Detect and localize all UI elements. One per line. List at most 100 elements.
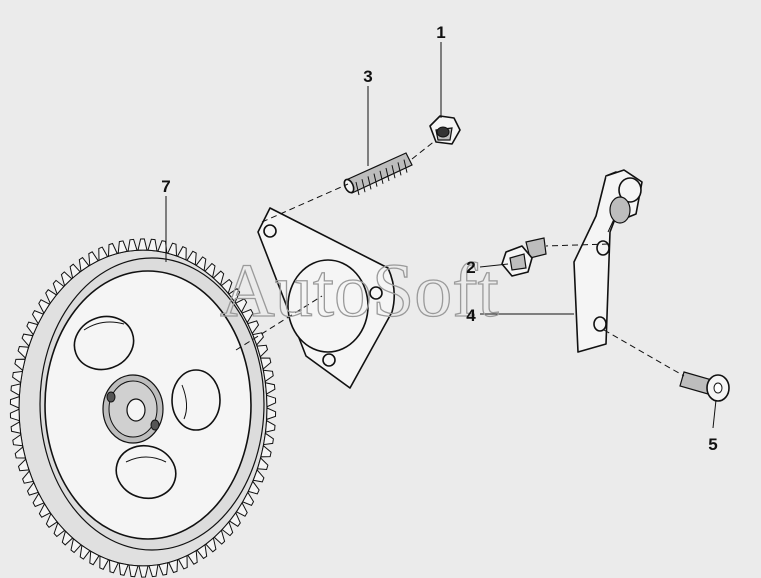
- gear-tooth: [138, 565, 149, 578]
- gear-tooth: [252, 332, 264, 346]
- gear-tooth: [256, 457, 269, 471]
- gear-tooth: [212, 270, 225, 286]
- gear-tooth: [22, 470, 34, 484]
- thread-line: [385, 167, 390, 182]
- gasket-bolt-hole: [369, 286, 383, 300]
- gear-tooth: [168, 559, 179, 574]
- thread-line: [355, 181, 360, 196]
- gear-tooth: [195, 256, 207, 272]
- gear-tooth: [79, 544, 91, 560]
- hub-bolt-hole: [150, 419, 160, 431]
- gear-tooth: [127, 238, 138, 252]
- callout-4: 4: [466, 306, 476, 325]
- gear-tooth: [176, 246, 187, 261]
- assembly-lines: [235, 139, 685, 377]
- gear-tooth: [263, 432, 274, 446]
- gear-tooth: [177, 554, 188, 570]
- gear-tooth: [137, 238, 148, 251]
- hub-bolt-hole: [106, 391, 116, 403]
- thread-line: [361, 179, 366, 193]
- thread-line: [367, 176, 372, 190]
- gear-tooth: [12, 370, 23, 384]
- gear-tooth: [45, 512, 58, 528]
- gear-tooth: [247, 480, 260, 495]
- gear-tooth: [196, 543, 208, 560]
- gear-tooth: [88, 251, 99, 267]
- gear-tooth: [186, 250, 197, 266]
- gear-tooth: [45, 289, 58, 305]
- callout-1: 1: [436, 23, 445, 42]
- gear-tooth: [118, 562, 129, 576]
- gear-tooth: [228, 511, 241, 527]
- gear-tooth: [247, 320, 260, 335]
- gear-teeth: [9, 238, 277, 578]
- gasket-bolt-hole: [263, 224, 277, 238]
- gear-tooth: [10, 421, 22, 434]
- gear-tooth: [220, 278, 233, 295]
- gasket-bolt-hole: [322, 353, 336, 367]
- callout-7: 7: [161, 177, 170, 196]
- gear-tooth: [252, 468, 265, 483]
- gear-tooth: [204, 262, 216, 279]
- gear-tooth: [14, 358, 26, 372]
- thread-line: [391, 165, 396, 179]
- gear-tooth: [235, 298, 248, 314]
- gear-tooth: [17, 345, 30, 359]
- gear-tooth: [26, 321, 39, 336]
- callout-5: 5: [708, 435, 717, 454]
- callout-2: 2: [466, 258, 475, 277]
- thread-line: [397, 162, 402, 176]
- gear-tooth: [78, 256, 90, 273]
- gear-tooth: [228, 288, 241, 304]
- gear-tooth: [10, 383, 21, 397]
- gear-tooth: [9, 395, 20, 409]
- autosoft-watermark: AutoSoft: [220, 249, 499, 333]
- gear-tooth: [70, 537, 82, 554]
- gear-tooth: [265, 419, 276, 433]
- gear-tooth: [259, 357, 272, 370]
- gear-tooth: [69, 263, 81, 279]
- gear-tooth: [128, 564, 139, 578]
- gear-tooth: [266, 394, 277, 408]
- gear-tooth: [52, 279, 65, 296]
- gear-tooth: [266, 407, 277, 421]
- gear-tooth: [264, 382, 276, 395]
- thread-line: [379, 170, 384, 184]
- bolt-part-2: [501, 237, 547, 277]
- gasket-center-hole: [287, 259, 369, 353]
- gear-tooth: [205, 537, 217, 553]
- bolt-part-5: [679, 371, 730, 402]
- gear-tooth: [241, 491, 255, 507]
- gasket-part-4: [257, 207, 396, 389]
- gear-tooth: [53, 521, 66, 538]
- gear-tooth: [147, 238, 158, 252]
- gear-tooth: [256, 344, 269, 358]
- gear-tooth: [221, 520, 234, 537]
- gear-tooth: [157, 240, 168, 254]
- gear-tooth: [148, 564, 159, 578]
- nut-part-1: [429, 115, 461, 145]
- gear-tooth: [167, 242, 178, 257]
- leader-lines: [165, 42, 717, 429]
- gear-tooth: [117, 240, 128, 254]
- gear-tooth: [17, 458, 30, 472]
- gear-center-bore: [126, 398, 146, 422]
- thread-line: [403, 159, 408, 173]
- gear-tooth: [26, 481, 39, 496]
- gear-tooth: [158, 562, 169, 576]
- gear-tooth: [98, 246, 109, 262]
- gear-part-7: [9, 238, 277, 578]
- gear-tooth: [108, 559, 119, 574]
- gear-tooth: [213, 529, 226, 545]
- stud-part-3: [343, 152, 413, 196]
- gear-hole-right: [171, 369, 221, 431]
- gear-tooth: [38, 502, 51, 518]
- gear-tooth: [99, 555, 110, 570]
- gear-tooth: [60, 271, 73, 287]
- gear-hole-bottom: [115, 444, 177, 500]
- gear-tooth: [187, 549, 198, 565]
- gear-hole-top: [73, 315, 135, 371]
- bracket-hole: [596, 240, 610, 256]
